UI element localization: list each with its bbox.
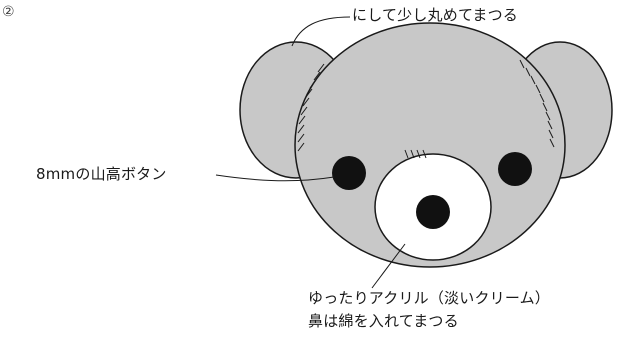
muzzle-stitches bbox=[404, 149, 427, 159]
corner-mark: ② bbox=[2, 4, 15, 20]
left-ear-stitches bbox=[297, 63, 325, 152]
left-eye bbox=[332, 156, 366, 190]
eye-leader-line bbox=[215, 174, 335, 182]
eye-annotation: 8mmの山高ボタン bbox=[36, 165, 167, 183]
muzzle-leader-line bbox=[371, 243, 406, 289]
right-ear-stitches bbox=[519, 59, 555, 148]
nose bbox=[416, 195, 450, 229]
muzzle-annotation-line2: 鼻は綿を入れてまつる bbox=[308, 312, 459, 330]
ear-annotation: にして少し丸めてまつる bbox=[352, 6, 519, 24]
right-eye bbox=[498, 152, 532, 186]
bear-head bbox=[294, 22, 566, 268]
ear-leader-line bbox=[291, 16, 351, 47]
muzzle-annotation-line1: ゆったりアクリル（淡いクリーム） bbox=[308, 289, 551, 307]
